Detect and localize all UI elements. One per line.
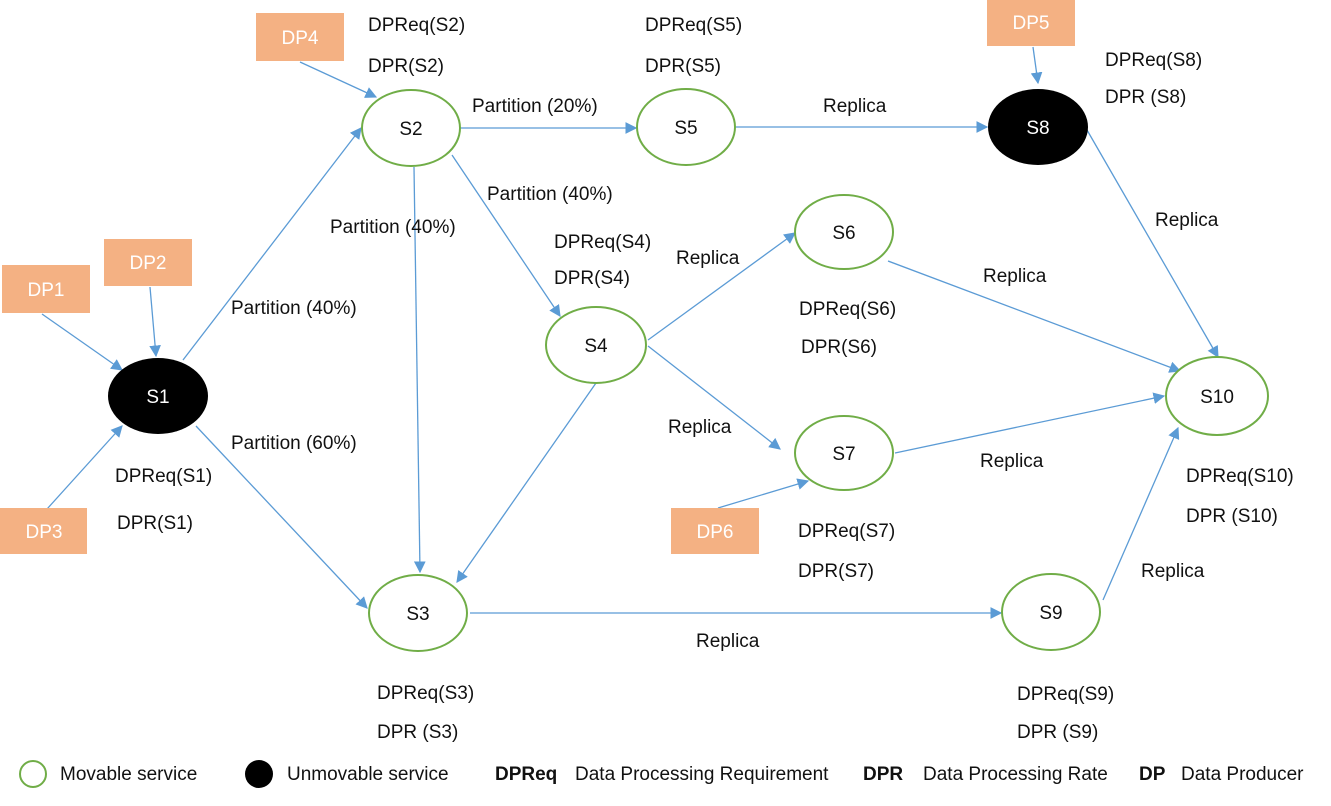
node-s4: [545, 306, 647, 384]
node-s6: [794, 194, 894, 270]
edge-s2-s3: [413, 166, 426, 574]
edge-label-s2-s4: Partition (40%): [487, 184, 613, 205]
node-s6-label: S6: [832, 223, 855, 244]
edge-s4-s7: [647, 345, 781, 450]
s1-dpr: DPR(S1): [117, 513, 193, 534]
s4-dpr: DPR(S4): [554, 268, 630, 289]
dp1-label: DP1: [28, 280, 65, 301]
edge-label-s7-s10: Replica: [980, 451, 1044, 472]
dp6-box: [671, 508, 759, 554]
s10-dpr: DPR (S10): [1186, 506, 1278, 527]
legend: Movable service Unmovable service DPReq …: [0, 758, 1331, 798]
s9-dpreq: DPReq(S9): [1017, 684, 1114, 705]
s8-dpr: DPR (S8): [1105, 87, 1186, 108]
node-annotations: DPReq(S1) DPR(S1) DPReq(S2) DPR(S2) DPRe…: [115, 15, 1294, 743]
dp5-box: [987, 0, 1075, 46]
edge-labels: Partition (20%) Partition (40%) Partitio…: [231, 96, 1219, 652]
edge-label-s2-s3: Partition (40%): [330, 217, 456, 238]
edge-dp3-s1: [46, 425, 123, 510]
edge-s7-s10: [894, 392, 1166, 454]
node-s10-label: S10: [1200, 387, 1234, 408]
legend-dpreq-abbr: DPReq: [495, 764, 558, 785]
movable-service-swatch: [19, 760, 47, 788]
s5-dpreq: DPReq(S5): [645, 15, 742, 36]
edge-dp6-s7: [717, 478, 810, 509]
edge-s1-s3: [195, 425, 368, 609]
edge-s2-s4: [451, 154, 561, 317]
node-s9-label: S9: [1039, 603, 1062, 624]
s2-dpreq: DPReq(S2): [368, 15, 465, 36]
node-s10: [1165, 356, 1269, 436]
edge-label-s6-s10: Replica: [983, 266, 1047, 287]
edges: [41, 46, 1219, 619]
data-producers: DP1 DP2 DP3 DP4 DP5 DP6: [0, 0, 1075, 554]
edge-s6-s10: [887, 260, 1182, 373]
s5-dpr: DPR(S5): [645, 56, 721, 77]
node-s4-label: S4: [584, 336, 608, 357]
legend-dp-abbr: DP: [1139, 764, 1166, 785]
node-s2-label: S2: [399, 119, 422, 140]
dp2-box: [104, 239, 192, 286]
node-s1: [108, 358, 208, 434]
dp1-box: [2, 265, 90, 313]
edge-label-s2-s5: Partition (20%): [472, 96, 598, 117]
node-s5: [636, 88, 736, 166]
s1-dpreq: DPReq(S1): [115, 466, 212, 487]
s9-dpr: DPR (S9): [1017, 722, 1098, 743]
edge-label-s8-s10: Replica: [1155, 210, 1219, 231]
s6-dpreq: DPReq(S6): [799, 299, 896, 320]
legend-dpr-abbr: DPR: [863, 764, 904, 785]
node-s7-label: S7: [832, 444, 855, 465]
edge-s4-s6: [647, 232, 796, 341]
node-s8-label: S8: [1026, 118, 1049, 139]
legend-movable-label: Movable service: [60, 764, 198, 785]
unmovable-service-swatch: [245, 760, 273, 788]
edge-label-s4-s7: Replica: [668, 417, 732, 438]
edge-label-s1-s3: Partition (60%): [231, 433, 357, 454]
edge-label-s5-s8: Replica: [823, 96, 887, 117]
dp2-label: DP2: [130, 253, 167, 274]
legend-unmovable-label: Unmovable service: [287, 764, 449, 785]
dp5-label: DP5: [1013, 13, 1050, 34]
edge-dp1-s1: [41, 313, 123, 371]
node-s5-label: S5: [674, 118, 697, 139]
edge-s4-s3: [456, 382, 597, 583]
s3-dpreq: DPReq(S3): [377, 683, 474, 704]
dp3-label: DP3: [26, 522, 63, 543]
s7-dpr: DPR(S7): [798, 561, 874, 582]
dp4-label: DP4: [282, 28, 319, 49]
edge-dp5-s8: [1030, 46, 1043, 85]
s2-dpr: DPR(S2): [368, 56, 444, 77]
legend-dp-desc: Data Producer: [1181, 764, 1304, 785]
node-s1-label: S1: [146, 387, 169, 408]
service-nodes: S1 S2 S3 S4 S5 S6 S7 S8 S9 S10: [108, 88, 1269, 652]
edge-dp2-s1: [149, 286, 161, 358]
node-s9: [1001, 573, 1101, 651]
s4-dpreq: DPReq(S4): [554, 232, 651, 253]
edge-s9-s10: [1102, 426, 1180, 601]
dp3-box: [0, 508, 87, 554]
edge-label-s1-s2: Partition (40%): [231, 298, 357, 319]
s6-dpr: DPR(S6): [801, 337, 877, 358]
edge-s1-s2: [182, 127, 362, 361]
node-s7: [794, 415, 894, 491]
dp4-box: [256, 13, 344, 61]
node-s2: [361, 89, 461, 167]
edge-dp4-s2: [299, 61, 378, 98]
legend-dpreq-desc: Data Processing Requirement: [575, 764, 829, 785]
node-s3-label: S3: [406, 604, 429, 625]
edge-label-s4-s6: Replica: [676, 248, 740, 269]
s3-dpr: DPR (S3): [377, 722, 458, 743]
s10-dpreq: DPReq(S10): [1186, 466, 1294, 487]
legend-dpr-desc: Data Processing Rate: [923, 764, 1108, 785]
edge-s8-s10: [1086, 129, 1219, 359]
edge-label-s3-s9: Replica: [696, 631, 760, 652]
node-s8: [988, 89, 1088, 165]
edge-label-s9-s10: Replica: [1141, 561, 1205, 582]
dp6-label: DP6: [697, 522, 734, 543]
node-s3: [368, 574, 468, 652]
s8-dpreq: DPReq(S8): [1105, 50, 1202, 71]
s7-dpreq: DPReq(S7): [798, 521, 895, 542]
